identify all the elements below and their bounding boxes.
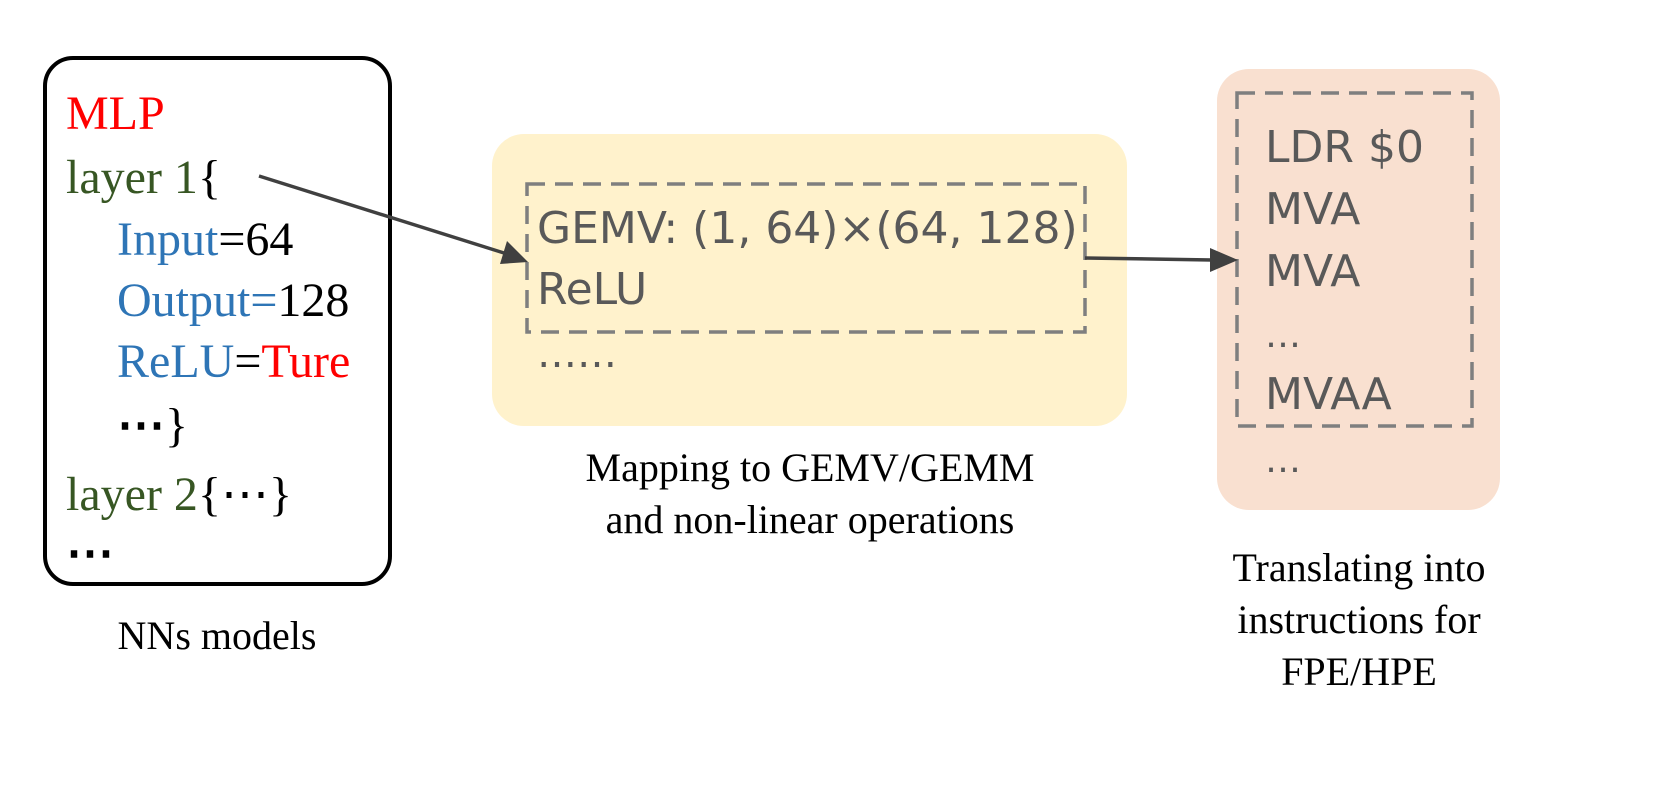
instr-line-2: MVA	[1265, 184, 1361, 235]
input-equals: =	[218, 213, 246, 266]
input-value: 64	[245, 213, 294, 266]
relu-op-line: ReLU	[537, 264, 648, 315]
mapping-caption-line1: Mapping to GEMV/GEMM	[585, 445, 1035, 490]
mapping-dots: ……	[537, 331, 617, 377]
arrowhead-model-to-mapping	[500, 241, 528, 264]
instructions-box	[1217, 69, 1500, 510]
nn-model-box	[43, 56, 392, 586]
instructions-dashed-frame	[1235, 91, 1474, 428]
mapping-dashed-frame	[525, 182, 1087, 334]
instr-line-1: LDR $0	[1265, 122, 1424, 173]
input-key: Input	[117, 213, 219, 266]
layer1-close-brace: }	[165, 399, 189, 452]
output-key: Output=	[117, 274, 278, 327]
arrowhead-mapping-to-instructions	[1210, 248, 1238, 272]
output-value: 128	[277, 274, 350, 327]
mapping-caption-line2: and non-linear operations	[605, 497, 1015, 542]
layer1-ellipsis-line: ⋯}	[117, 402, 188, 450]
model-more-ellipsis: ⋯	[66, 527, 114, 580]
instr-line-5: MVAA	[1265, 369, 1392, 420]
arrow-mapping-to-instructions	[1084, 256, 1213, 262]
instr-line-3: MVA	[1265, 246, 1361, 297]
instr-line-4: …	[1265, 315, 1301, 356]
relu-line: ReLU=Ture	[117, 338, 350, 386]
instructions-caption-line2: instructions for	[1237, 597, 1481, 642]
layer1-open-brace: {	[197, 151, 221, 204]
model-caption: NNs models	[117, 613, 317, 658]
output-line: Output=128	[117, 277, 349, 325]
instructions-caption-line3: FPE/HPE	[1281, 649, 1437, 694]
instructions-caption: Translating into instructions for FPE/HP…	[1200, 542, 1518, 698]
instr-after-dots: …	[1265, 440, 1301, 481]
instructions-caption-line1: Translating into	[1232, 545, 1486, 590]
relu-value: Ture	[261, 335, 351, 388]
layer2-body: {⋯}	[197, 468, 293, 521]
layer1-label: layer 1	[66, 151, 198, 204]
layer1-ellipsis: ⋯	[117, 399, 165, 452]
model-title: MLP	[66, 87, 165, 140]
layer2-line: layer 2{⋯}	[66, 471, 292, 519]
arrow-model-to-mapping	[258, 174, 505, 255]
relu-key: ReLU	[117, 335, 235, 388]
input-line: Input=64	[117, 216, 293, 264]
relu-equals: =	[234, 335, 262, 388]
mapping-caption: Mapping to GEMV/GEMM and non-linear oper…	[540, 442, 1080, 546]
gemv-line: GEMV: (1, 64)×(64, 128)	[537, 203, 1078, 254]
layer1-line: layer 1{	[66, 154, 221, 202]
layer2-label: layer 2	[66, 468, 198, 521]
